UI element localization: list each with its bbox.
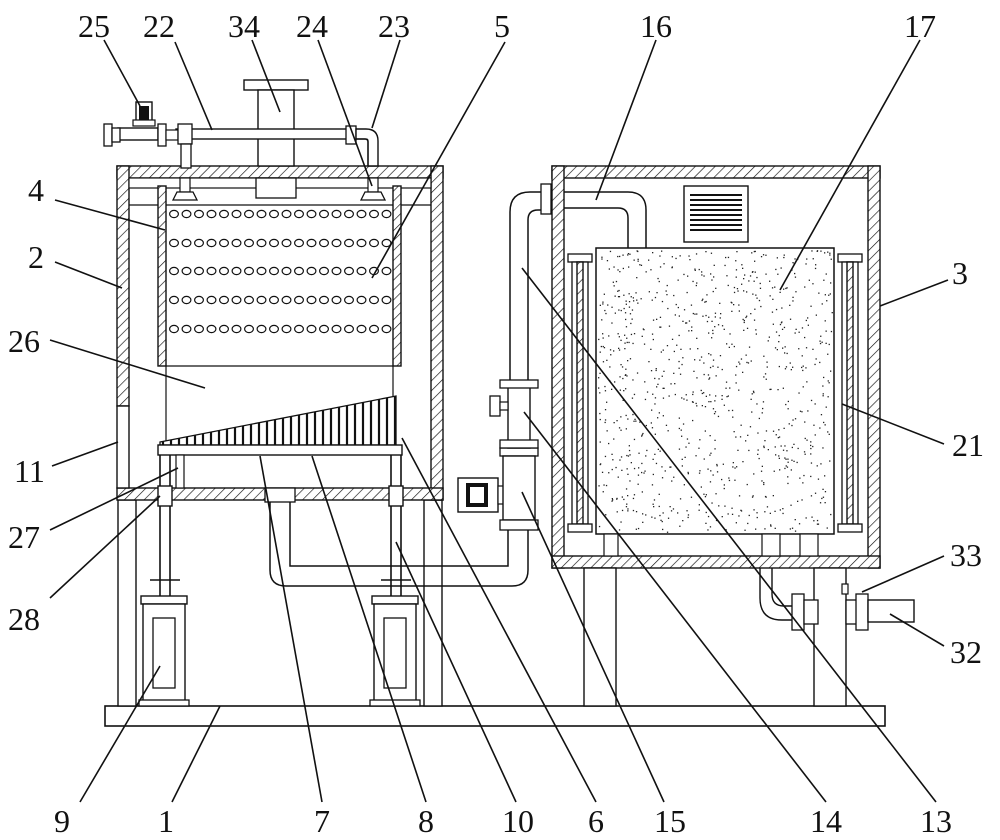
right-tank-body [551,165,881,569]
left-tank-legs [117,499,443,707]
drain-return-pipe [269,500,529,587]
label-27: 27 [8,519,40,555]
label-14: 14 [810,803,842,839]
lifting-rods [150,454,411,600]
riser-pipe [489,183,647,449]
label-2: 2 [28,239,44,275]
label-32: 32 [950,634,982,670]
label-3: 3 [952,255,968,291]
label-24: 24 [296,8,328,44]
label-25: 25 [78,8,110,44]
number-labels: 25 22 34 24 23 5 16 17 4 2 3 26 21 11 27… [8,8,984,839]
label-5: 5 [494,8,510,44]
label-4: 4 [28,172,44,208]
label-17: 17 [904,8,936,44]
filter-media [595,247,835,535]
spray-nozzles [171,177,387,201]
label-22: 22 [143,8,175,44]
media-supports [603,533,819,557]
label-26: 26 [8,323,40,359]
filter-basket [157,185,402,445]
label-10: 10 [502,803,534,839]
label-9: 9 [54,803,70,839]
label-1: 1 [158,803,174,839]
left-cylinder [138,595,190,707]
heating-plates [567,253,863,533]
spray-holes [169,209,392,334]
right-cylinder [369,595,421,707]
label-6: 6 [588,803,604,839]
media-speckle [598,250,833,533]
label-33: 33 [950,537,982,573]
vent-grille [683,185,749,243]
label-21: 21 [952,427,984,463]
label-8: 8 [418,803,434,839]
observation-window [116,405,130,489]
label-23: 23 [378,8,410,44]
label-11: 11 [14,453,45,489]
label-16: 16 [640,8,672,44]
label-13: 13 [920,803,952,839]
right-tank-legs [583,567,847,707]
sloped-screen [157,395,403,456]
label-34: 34 [228,8,260,44]
label-7: 7 [314,803,330,839]
label-28: 28 [8,601,40,637]
label-15: 15 [654,803,686,839]
leader-lines [49,39,949,803]
pump [457,447,539,531]
base-plate [104,705,886,727]
solenoid-valve [132,101,156,127]
spray-supply-pipe [103,123,379,169]
